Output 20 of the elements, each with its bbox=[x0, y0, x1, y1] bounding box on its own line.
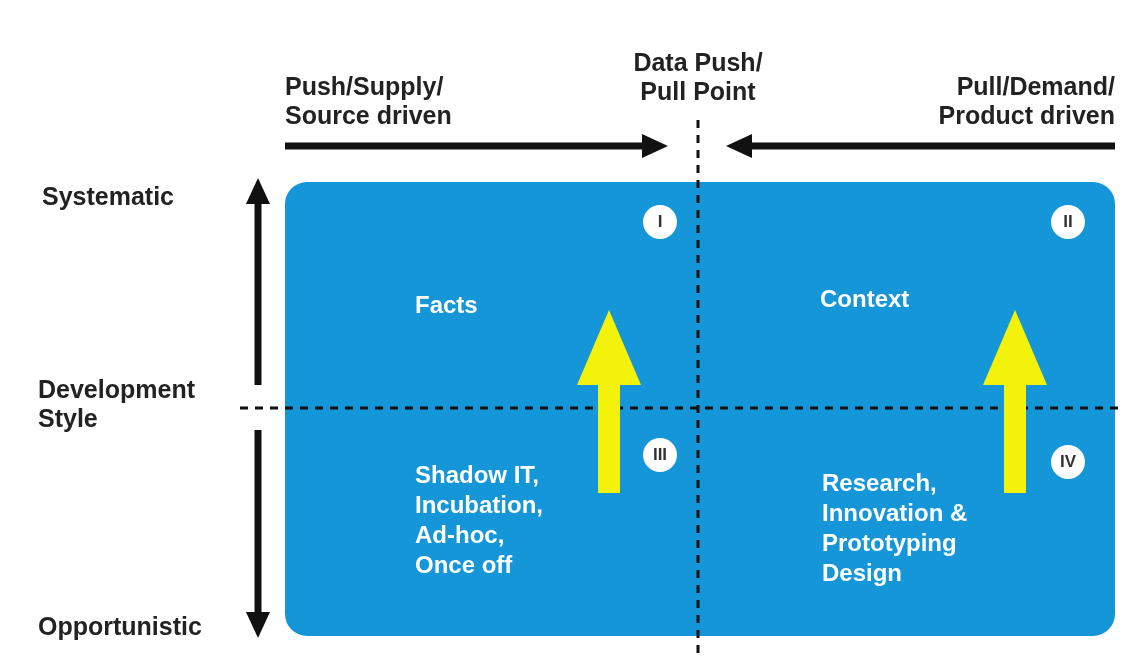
quadrant-label: Context bbox=[820, 284, 911, 314]
axis-label: Development Style bbox=[38, 375, 196, 433]
axis-label: Opportunistic bbox=[38, 612, 203, 641]
quadrant bbox=[698, 182, 1115, 408]
arrow bbox=[577, 310, 641, 493]
quadrant bbox=[285, 408, 698, 636]
quadrant-number: I bbox=[643, 205, 677, 239]
axis-label: Pull/Demand/ Product driven bbox=[937, 72, 1115, 130]
axis-label: Systematic bbox=[42, 182, 176, 211]
quadrant-label: Shadow IT, Incubation, Ad-hoc, Once off bbox=[415, 460, 544, 580]
quadrant-number: II bbox=[1051, 205, 1085, 239]
quadrant-label: Facts bbox=[415, 290, 479, 320]
quadrant-label: Research, Innovation & Prototyping Design bbox=[822, 468, 969, 588]
quadrant bbox=[285, 182, 698, 408]
quadrant-number: III bbox=[643, 438, 677, 472]
quadrant bbox=[698, 408, 1115, 636]
quadrant-number: IV bbox=[1051, 445, 1085, 479]
axis-label: Data Push/ Pull Point bbox=[632, 48, 764, 106]
axis-label: Push/Supply/ Source driven bbox=[285, 72, 453, 130]
arrow bbox=[983, 310, 1047, 493]
